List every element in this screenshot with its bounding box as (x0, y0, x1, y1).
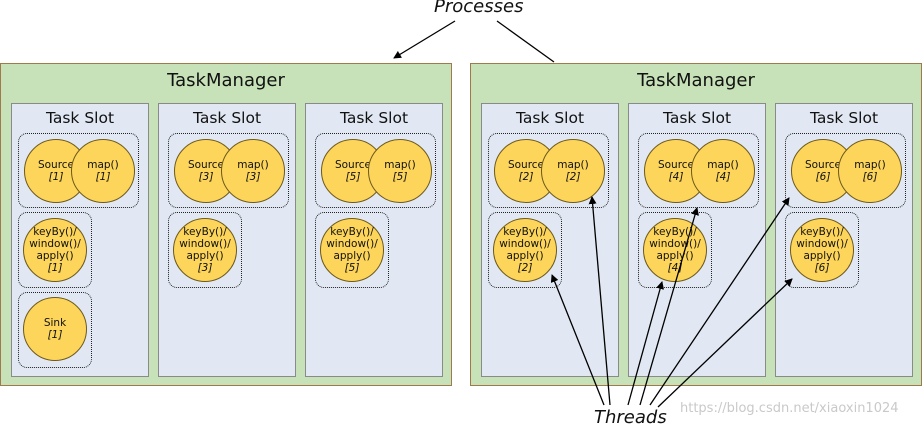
map-operator: map() [1] (71, 139, 135, 203)
keyby-window-apply-group: keyBy()/ window()/ apply() [1] (18, 212, 92, 288)
task-slot-2: Task Slot Source [2] map() [2] keyBy()/ … (481, 103, 619, 377)
source-map-chain: Source [5] map() [5] (315, 133, 436, 208)
keyby-window-apply-group: keyBy()/ window()/ apply() [2] (488, 212, 562, 288)
map-operator: map() [3] (221, 139, 285, 203)
keyby-window-apply-group: keyBy()/ window()/ apply() [6] (785, 212, 859, 288)
keyby-window-apply-operator: keyBy()/ window()/ apply() [1] (23, 218, 87, 282)
task-slot-title: Task Slot (809, 109, 879, 127)
source-map-chain: Source [2] map() [2] (488, 133, 609, 208)
sink-operator: Sink [1] (23, 297, 87, 361)
source-map-chain: Source [1] map() [1] (18, 133, 139, 208)
thread-arrow-keyby-2 (550, 274, 605, 406)
task-slot-5: Task Slot Source [5] map() [5] keyBy()/ … (305, 103, 443, 377)
keyby-window-apply-operator: keyBy()/ window()/ apply() [6] (790, 218, 854, 282)
map-operator: map() [5] (368, 139, 432, 203)
process-arrow-right (496, 20, 555, 63)
task-slot-title: Task Slot (192, 109, 262, 127)
watermark: https://blog.csdn.net/xiaoxin1024 (680, 401, 899, 416)
keyby-window-apply-operator: keyBy()/ window()/ apply() [2] (493, 218, 557, 282)
thread-arrow-keyby-4 (627, 281, 664, 406)
thread-arrow-source-6 (649, 197, 790, 406)
map-operator: map() [4] (691, 139, 755, 203)
thread-arrow-map-2 (588, 196, 611, 406)
task-slot-title: Task Slot (515, 109, 585, 127)
source-map-chain: Source [4] map() [4] (638, 133, 759, 208)
source-map-chain: Source [6] map() [6] (785, 133, 906, 208)
keyby-window-apply-operator: keyBy()/ window()/ apply() [3] (173, 218, 237, 282)
task-slot-1: Task Slot Source [1] map() [1] keyBy()/ … (11, 103, 149, 377)
sink-group: Sink [1] (18, 292, 92, 368)
map-operator: map() [2] (541, 139, 605, 203)
task-slot-6: Task Slot Source [6] map() [6] keyBy()/ … (775, 103, 913, 377)
task-slot-3: Task Slot Source [3] map() [3] keyBy()/ … (158, 103, 296, 377)
keyby-window-apply-group: keyBy()/ window()/ apply() [3] (168, 212, 242, 288)
map-operator: map() [6] (838, 139, 902, 203)
threads-label: Threads (594, 407, 667, 428)
thread-arrow-map-4 (639, 207, 699, 406)
taskmanager-2-title: TaskManager (637, 70, 755, 91)
taskmanager-1-title: TaskManager (167, 70, 285, 91)
task-slot-title: Task Slot (45, 109, 115, 127)
keyby-window-apply-group: keyBy()/ window()/ apply() [5] (315, 212, 389, 288)
process-arrow-left (393, 20, 456, 59)
taskmanager-2: TaskManager Task Slot Source [2] map() [… (470, 63, 922, 386)
processes-label: Processes (434, 0, 524, 17)
thread-arrow-keyby-6 (657, 278, 793, 408)
task-slot-title: Task Slot (662, 109, 732, 127)
task-slot-title: Task Slot (339, 109, 409, 127)
taskmanager-1: TaskManager Task Slot Source [1] map() [… (0, 63, 452, 386)
keyby-window-apply-operator: keyBy()/ window()/ apply() [5] (320, 218, 384, 282)
source-map-chain: Source [3] map() [3] (168, 133, 289, 208)
task-slot-4: Task Slot Source [4] map() [4] keyBy()/ … (628, 103, 766, 377)
